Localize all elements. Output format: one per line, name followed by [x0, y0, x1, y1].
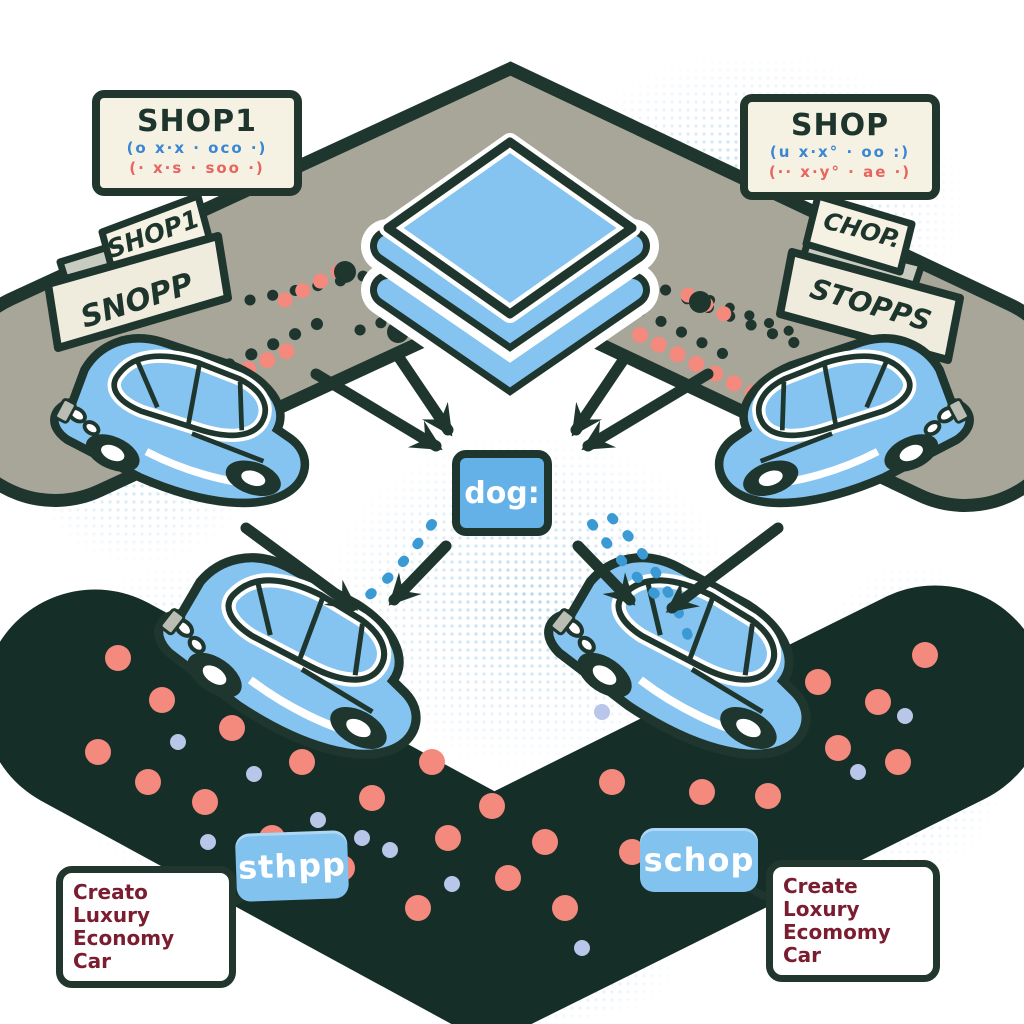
arrow-right-road-to-dog-2 — [570, 350, 632, 437]
arrow-left-road-to-dog-1 — [310, 368, 443, 452]
arrow-left-road-to-dog-2 — [392, 350, 454, 437]
tray-right: CHOP. STOPPS — [776, 192, 964, 364]
callout-bottom-right-line1: Create Loxury — [783, 874, 860, 921]
road-label-right-text: schop — [643, 841, 755, 879]
blue-dotted-paths — [361, 513, 693, 641]
sign-top-right-formula-red: (·· x·y° · ae ·) — [768, 162, 912, 181]
arrow-dog-to-right-car — [572, 540, 636, 606]
road-label-right: schop — [640, 828, 758, 892]
sign-top-right-title: SHOP — [790, 108, 890, 143]
callout-bottom-right: Create Loxury Ecomomy Car — [766, 860, 940, 982]
sign-top-left-formula-blue: (o x·x · oco ·) — [126, 138, 268, 157]
arrow-right-car-to-bottom — [665, 522, 784, 614]
dog-label-text: dog: — [464, 475, 540, 511]
callout-bottom-left-line2: Economy Car — [73, 926, 175, 973]
callout-bottom-left: Creato Luxury Economy Car — [56, 866, 236, 988]
arrow-left-car-to-bottom — [240, 522, 359, 612]
sign-top-left-formula-red: (· x·s · soo ·) — [129, 158, 265, 177]
flow-arrows — [240, 350, 784, 614]
sign-top-right: SHOP (u x·x° · oo :) (·· x·y° · ae ·) — [740, 94, 940, 200]
road-label-left: sthpp — [234, 830, 350, 902]
sign-top-left-title: SHOP1 — [136, 104, 258, 139]
callout-bottom-left-line1: Creato Luxury — [73, 880, 151, 927]
dog-label-box: dog: — [452, 450, 552, 536]
arrow-dog-to-left-car — [388, 540, 452, 606]
sign-top-left: SHOP1 (o x·x · oco ·) (· x·s · soo ·) — [92, 90, 302, 196]
sign-top-right-formula-blue: (u x·x° · oo :) — [769, 142, 911, 161]
layers-icon — [361, 133, 659, 407]
road-label-left-text: sthpp — [237, 845, 347, 887]
callout-bottom-right-line2: Ecomomy Car — [783, 920, 891, 967]
arrow-right-road-to-dog-1 — [581, 368, 714, 452]
